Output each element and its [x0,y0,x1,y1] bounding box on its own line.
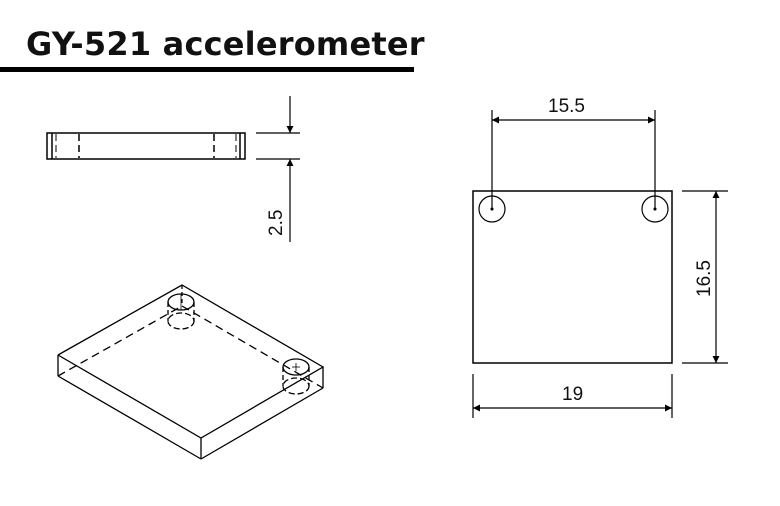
thickness-dimension [256,96,300,242]
width-label: 19 [562,384,583,405]
width-dimension [472,374,673,418]
isometric-view [57,284,325,460]
thickness-label: 2.5 [266,210,287,236]
side-view [46,132,246,160]
hole-spacing-dimension [491,110,656,209]
hole-spacing-label: 15.5 [548,96,585,117]
top-view [472,190,673,364]
height-label: 16.5 [694,260,715,297]
drawing-title: GY-521 accelerometer [26,25,425,63]
height-dimension [682,190,728,364]
title-underline [0,67,414,72]
